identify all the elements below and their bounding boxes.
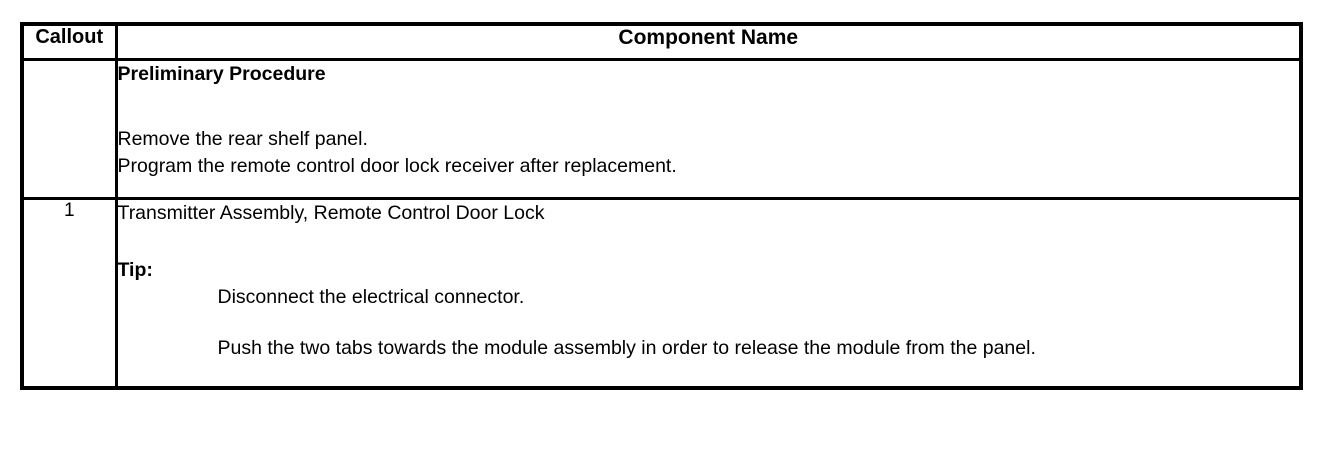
callout-number-cell: 1	[20, 197, 118, 390]
component-title: Transmitter Assembly, Remote Control Doo…	[117, 202, 545, 224]
component-detail-cell: Transmitter Assembly, Remote Control Doo…	[114, 197, 1303, 390]
blank-line-spacer	[118, 227, 1300, 257]
preliminary-procedure-line-1: Remove the rear shelf panel.	[117, 128, 368, 150]
preliminary-procedure-cell: Preliminary Procedure Remove the rear sh…	[114, 58, 1303, 200]
column-header-callout: Callout	[20, 22, 118, 61]
blank-line-spacer	[118, 311, 1300, 335]
tip-line-2: Push the two tabs towards the module ass…	[217, 337, 1036, 359]
table-body: Preliminary Procedure Remove the rear sh…	[20, 58, 1303, 390]
component-callout-table: Callout Component Name Preliminary Proce…	[20, 22, 1303, 390]
table-header: Callout Component Name	[20, 22, 1303, 61]
table-row: Preliminary Procedure Remove the rear sh…	[20, 58, 1303, 200]
preliminary-procedure-line-2: Program the remote control door lock rec…	[117, 155, 677, 177]
table-header-row: Callout Component Name	[20, 22, 1303, 61]
tip-label: Tip:	[117, 259, 153, 281]
preliminary-procedure-heading: Preliminary Procedure	[117, 63, 326, 85]
column-header-component-name: Component Name	[114, 22, 1303, 61]
bottom-spacer	[118, 362, 1300, 386]
blank-line-spacer	[118, 88, 1300, 126]
callout-cell-empty	[20, 58, 118, 200]
table-row: 1 Transmitter Assembly, Remote Control D…	[20, 197, 1303, 390]
tip-line-1: Disconnect the electrical connector.	[217, 286, 525, 308]
